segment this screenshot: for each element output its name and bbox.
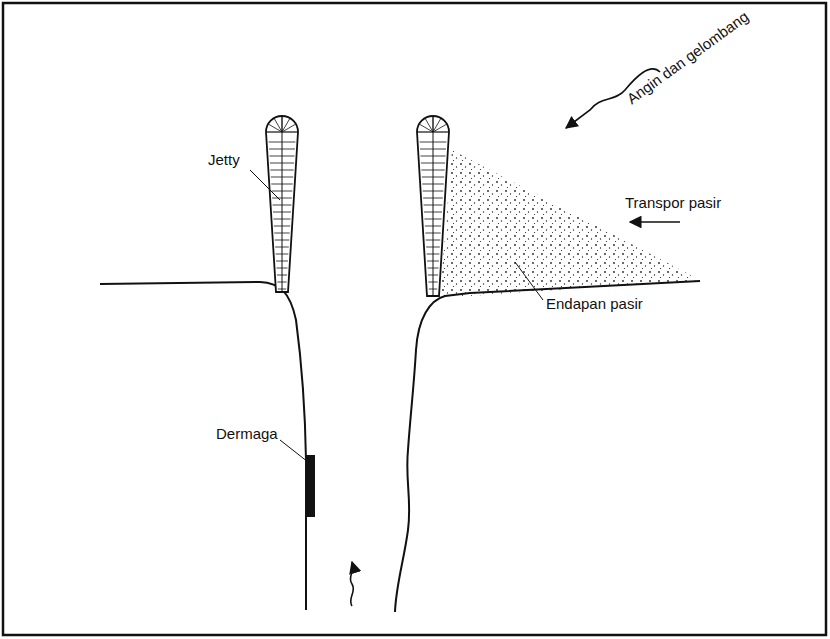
leader-line: [280, 440, 308, 462]
transport-label: Transpor pasir: [625, 195, 721, 212]
right-coast: [395, 281, 700, 612]
wind-label: Angin dan gelombang: [624, 8, 752, 107]
wharf-label: Dermaga: [216, 426, 278, 443]
left-coast: [100, 282, 306, 610]
jetty-left: [266, 116, 298, 292]
flow-arrow: [350, 562, 353, 606]
leader-line: [515, 262, 543, 300]
frame: [3, 3, 826, 635]
deposit-label: Endapan pasir: [546, 296, 643, 313]
jetty-label: Jetty: [208, 152, 240, 169]
leader-line: [250, 170, 280, 200]
transport-arrow: [630, 221, 680, 223]
jetty-right: [417, 116, 449, 296]
sand-deposit: [440, 150, 700, 298]
wharf: [306, 455, 315, 517]
